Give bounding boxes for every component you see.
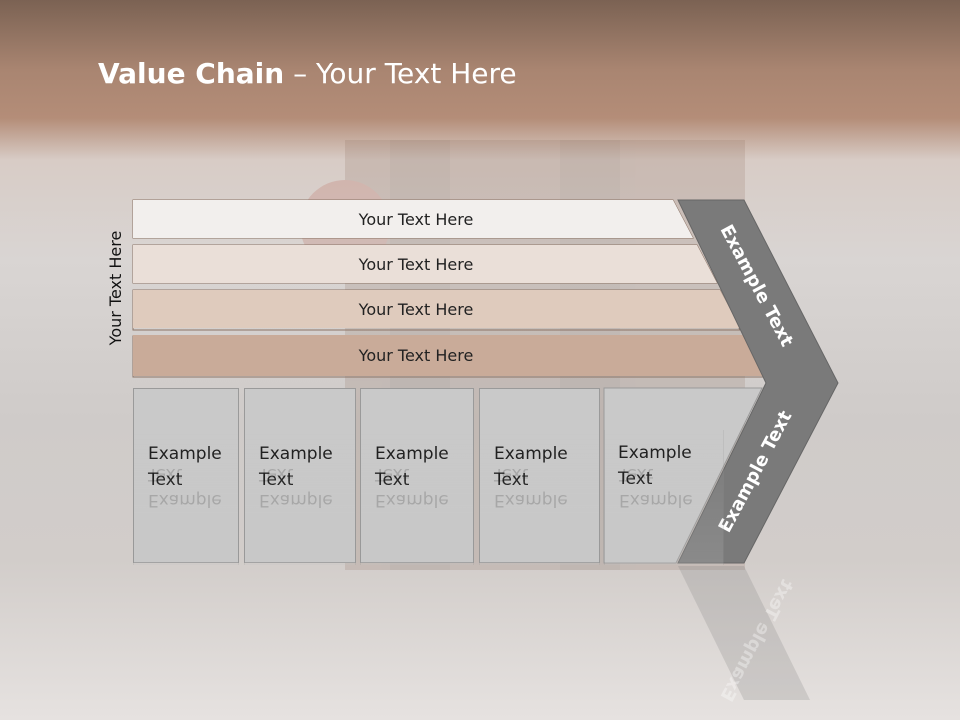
reflection-1-line1: Example xyxy=(148,490,222,510)
support-band-4[interactable]: Your Text Here xyxy=(133,335,764,376)
reflection-2-line1: Example xyxy=(259,490,333,510)
activity-box-4-reflection: Example Text xyxy=(479,430,600,565)
activity-box-2-line1: Example xyxy=(259,444,333,464)
activity-box-2[interactable]: Example Text xyxy=(244,388,356,563)
reflection-3-line1: Example xyxy=(375,490,449,510)
reflection-4-line1: Example xyxy=(494,490,568,510)
band-label-3: Your Text Here xyxy=(358,299,474,319)
reflection-1-line2: Text xyxy=(148,464,183,484)
activity-box-1-line1: Example xyxy=(148,444,222,464)
activity-box-1-line2: Text xyxy=(148,470,183,490)
activity-box-5-line2: Text xyxy=(618,469,653,489)
support-band-2[interactable]: Your Text Here xyxy=(133,245,717,283)
title-bold: Value Chain xyxy=(98,57,285,90)
activity-box-3-line2: Text xyxy=(375,470,410,490)
activity-box-3-line1: Example xyxy=(375,444,449,464)
activity-box-3[interactable]: Example Text xyxy=(360,388,474,563)
band-label-1: Your Text Here xyxy=(358,209,474,229)
title-rest: – Your Text Here xyxy=(284,57,517,90)
chevron-shape xyxy=(677,199,839,564)
reflection-4-line2: Text xyxy=(494,464,529,484)
reflection-3-line2: Text xyxy=(375,464,410,484)
activity-box-4-line2: Text xyxy=(494,470,529,490)
activity-box-3-reflection: Example Text xyxy=(360,430,474,565)
activity-box-4[interactable]: Example Text xyxy=(479,388,600,563)
activity-box-5-reflection: Example Text xyxy=(604,430,724,565)
activity-box-1[interactable]: Example Text xyxy=(133,388,239,563)
activity-box-2-reflection: Example Text xyxy=(244,430,356,565)
chevron-reflection xyxy=(678,566,810,700)
activity-box-1-reflection: Example Text xyxy=(133,430,239,565)
activity-box-5-line1: Example xyxy=(618,443,692,463)
activity-box-5[interactable]: Example Text xyxy=(604,388,724,563)
reflection-5-line2: Text xyxy=(619,464,654,484)
reflection-5-line1: Example xyxy=(619,490,693,510)
activity-box-4-line1: Example xyxy=(494,444,568,464)
slide-title: Value Chain – Your Text Here xyxy=(98,54,517,94)
activity-box-2-line2: Text xyxy=(259,470,294,490)
band-label-2: Your Text Here xyxy=(358,254,474,274)
band-label-4: Your Text Here xyxy=(358,346,474,365)
support-band-3[interactable]: Your Text Here xyxy=(133,290,740,328)
reflection-2-line2: Text xyxy=(259,464,294,484)
support-band-1[interactable]: Your Text Here xyxy=(133,200,693,238)
